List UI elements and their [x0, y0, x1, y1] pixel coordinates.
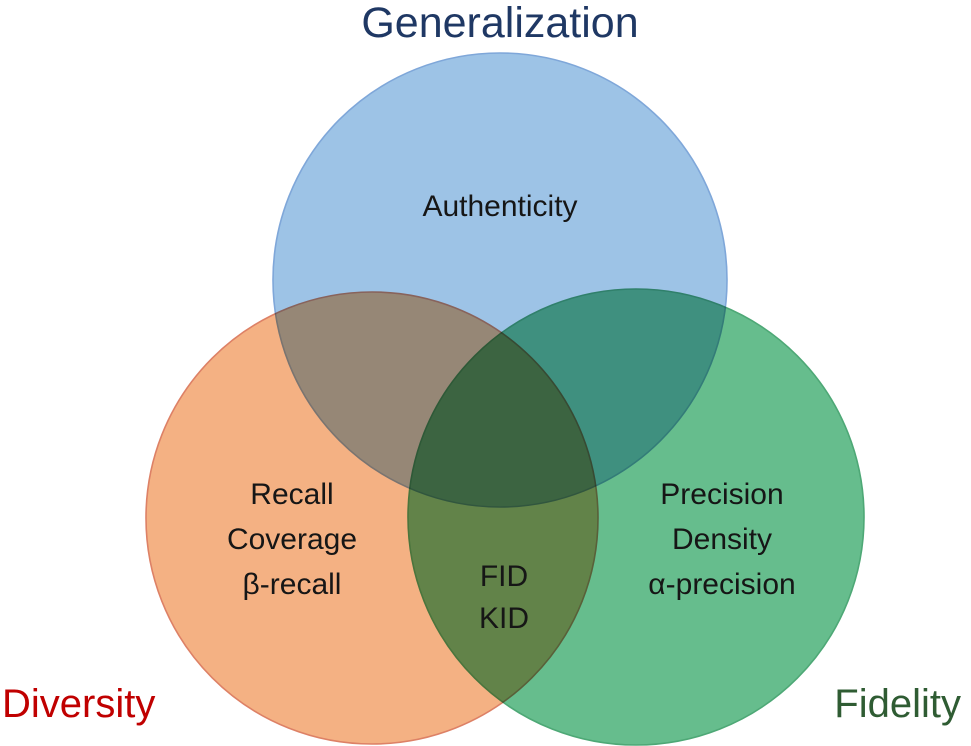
- metric-beta-recall: β-recall: [242, 568, 342, 601]
- metric-coverage: Coverage: [226, 523, 358, 556]
- fidelity-metrics: Precision Density α-precision: [648, 472, 795, 607]
- generalization-metrics: Authenticity: [422, 189, 577, 225]
- generalization-label: Generalization: [361, 0, 639, 47]
- diversity-metrics: Recall Coverage β-recall: [227, 472, 357, 607]
- fidelity-circle: [407, 288, 865, 746]
- metric-alpha-precision: α-precision: [648, 568, 796, 601]
- fidelity-label: Fidelity: [834, 682, 961, 726]
- diversity-label: Diversity: [2, 682, 156, 726]
- metric-density: Density: [671, 523, 773, 556]
- metric-fid: FID: [479, 560, 529, 593]
- metric-authenticity: Authenticity: [422, 190, 578, 223]
- metric-recall: Recall: [250, 478, 334, 511]
- metric-kid: KID: [478, 602, 530, 635]
- diversity-fidelity-overlap-metrics: FID KID: [479, 556, 529, 640]
- metric-precision: Precision: [660, 478, 784, 511]
